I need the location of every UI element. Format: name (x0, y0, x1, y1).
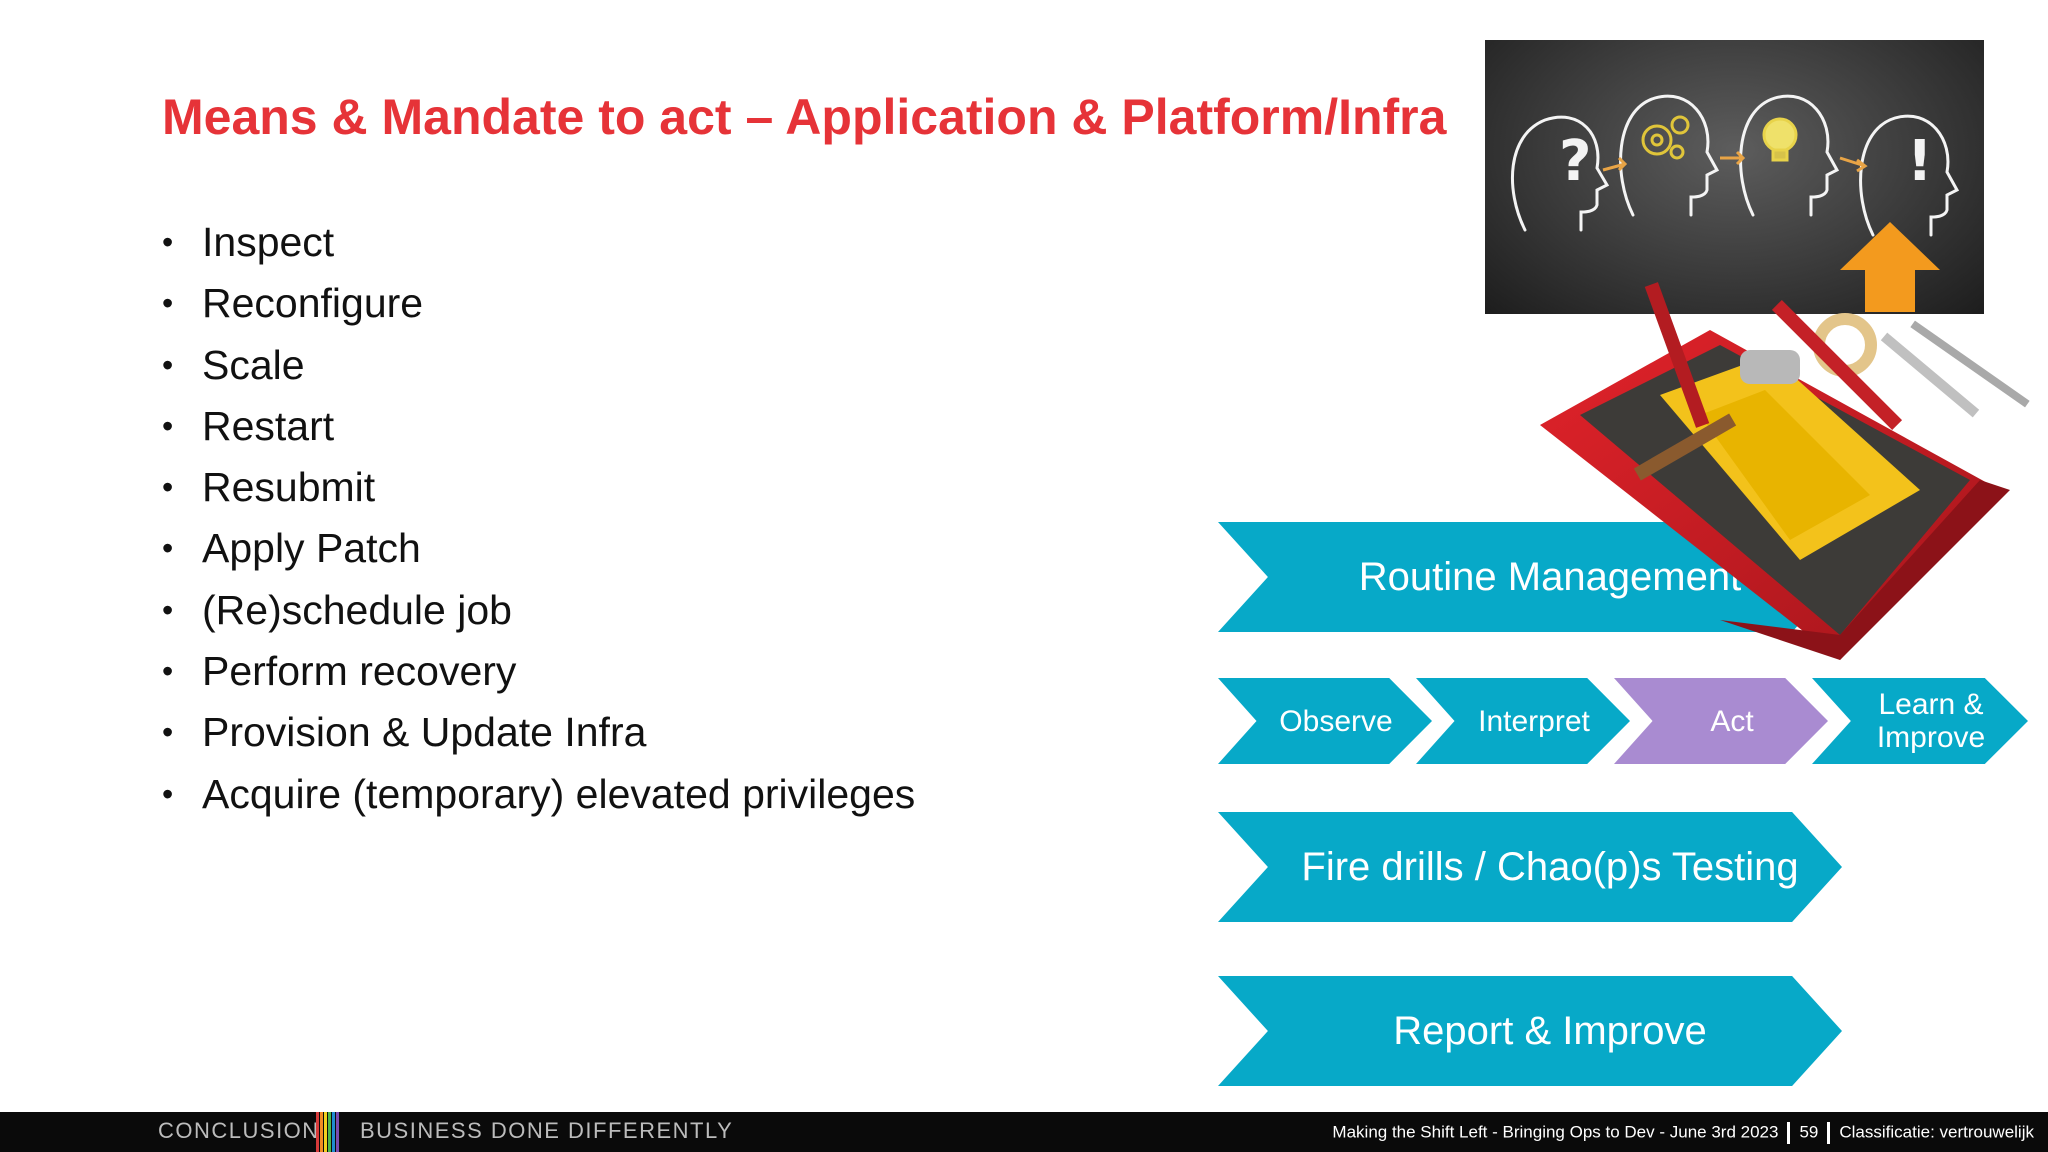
up-arrow-icon (1840, 222, 1940, 312)
bullet-dot: • (162, 285, 174, 322)
question-mark: ? (1559, 129, 1591, 194)
slide-title: Means & Mandate to act – Application & P… (162, 89, 1447, 145)
bullet-dot: • (162, 469, 174, 506)
presentation-title: Making the Shift Left - Bringing Ops to … (1332, 1122, 1779, 1142)
thinking-heads-image: ? ! (1485, 40, 1984, 314)
chevron-label: Routine Management (1358, 554, 1742, 599)
bullet-text: Resubmit (202, 464, 376, 511)
separator (1827, 1122, 1831, 1144)
chevron-label: Fire drills / Chao(p)s Testing (1301, 844, 1799, 889)
bullet-item: • Restart (158, 396, 915, 457)
bullet-item: • Provision & Update Infra (158, 702, 915, 763)
bullet-text: Inspect (202, 219, 335, 265)
bullet-dot: • (162, 775, 174, 812)
bullet-dot: • (162, 714, 174, 751)
bullet-dot: • (162, 346, 174, 383)
thinking-heads-icon: ? ! (1510, 94, 1960, 312)
bullet-dot: • (162, 530, 174, 567)
toolbox-icon (1540, 282, 2030, 660)
bullet-text: Acquire (temporary) elevated privileges (202, 770, 916, 817)
chevron-label: Interpret (1478, 704, 1590, 738)
bullet-item: • Apply Patch (158, 518, 915, 579)
chevron-label: Act (1710, 704, 1754, 738)
bullet-item: • Inspect (158, 212, 915, 273)
chevron-fire-drills: Fire drills / Chao(p)s Testing (1218, 812, 1842, 922)
chevron-interpret: Interpret (1416, 678, 1630, 764)
lightbulb-icon (1762, 117, 1798, 162)
separator (1787, 1122, 1791, 1144)
chevron-observe: Observe (1218, 678, 1432, 764)
bullet-text: Apply Patch (202, 525, 421, 572)
page-number: 59 (1799, 1122, 1819, 1142)
brand-tagline: BUSINESS DONE DIFFERENTLY (360, 1118, 734, 1143)
bullet-item: • Acquire (temporary) elevated privileges (158, 764, 915, 825)
bullet-text: Perform recovery (202, 648, 517, 695)
footer-info: Making the Shift Left - Bringing Ops to … (1332, 1122, 2034, 1144)
chevron-label: Learn &Improve (1876, 688, 1986, 754)
chevron-label: Report & Improve (1393, 1008, 1707, 1053)
footer-bar: CONCLUSION BUSINESS DONE DIFFERENTLY Mak… (0, 1112, 2048, 1152)
bullet-dot: • (162, 591, 174, 628)
bullet-item: • Reconfigure (158, 273, 915, 334)
bullet-list: • Inspect • Reconfigure • Scale • Restart • R… (158, 212, 915, 825)
bullet-text: (Re)schedule job (202, 586, 512, 633)
chevron-label: Observe (1279, 704, 1393, 738)
gear-icon (1641, 115, 1690, 160)
bullet-dot: • (162, 224, 174, 260)
chevron-report-improve: Report & Improve (1218, 976, 1842, 1086)
bullet-item: • Resubmit (158, 457, 915, 518)
chevron-act: Act (1614, 678, 1828, 764)
bullet-item: • Perform recovery (158, 641, 915, 702)
exclamation-mark: ! (1907, 129, 1933, 194)
chevron-learn-improve: Learn &Improve (1812, 678, 2028, 764)
brand-logo-text: CONCLUSION (158, 1118, 320, 1143)
classification: Classificatie: vertrouwelijk (1839, 1122, 2034, 1142)
bullet-text: Scale (202, 341, 305, 388)
bullet-item: • Scale (158, 335, 915, 396)
bullet-dot: • (162, 653, 174, 690)
brand-stripes (316, 1112, 340, 1152)
arrow-connector-icon (1602, 150, 1868, 173)
bullet-text: Provision & Update Infra (202, 709, 647, 756)
bullet-text: Restart (202, 402, 335, 449)
bullet-dot: • (162, 407, 174, 444)
bullet-item: • (Re)schedule job (158, 580, 915, 641)
bullet-text: Reconfigure (202, 280, 424, 327)
